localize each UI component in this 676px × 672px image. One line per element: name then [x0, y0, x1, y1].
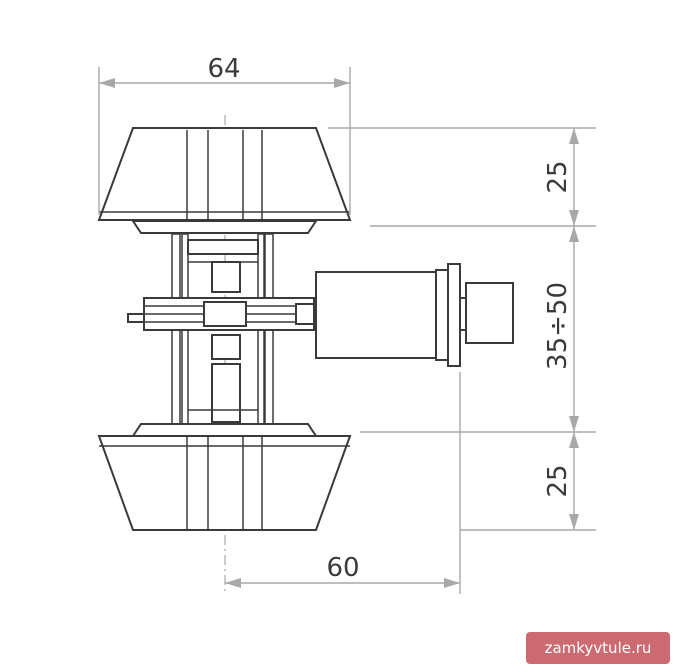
- dimension-overall-width: 64: [98, 54, 351, 215]
- top-knob: [97, 127, 352, 234]
- bottom-knob-body: [97, 435, 352, 531]
- face-plate: [435, 269, 449, 361]
- strike-plate: [447, 263, 461, 367]
- dimension-label-knob-bottom: 25: [543, 464, 573, 497]
- top-knob-body: [97, 127, 352, 221]
- latch-bolt: [127, 313, 145, 323]
- dimension-backset: 60: [225, 372, 461, 594]
- bottom-rose: [131, 423, 318, 437]
- dimension-vertical-stack: 25 35÷50 25: [328, 127, 596, 531]
- dimension-label-door-thickness: 35÷50: [543, 282, 573, 370]
- dimension-label-width: 64: [207, 54, 240, 84]
- bottom-knob: [97, 423, 352, 531]
- dimension-label-knob-top: 25: [543, 160, 573, 193]
- latch-tongue: [465, 282, 514, 344]
- latch: [127, 263, 514, 367]
- top-rose: [131, 220, 318, 234]
- dimension-label-backset: 60: [326, 553, 359, 583]
- watermark-badge: zamkyvtule.ru: [526, 632, 670, 664]
- latch-housing: [315, 271, 437, 359]
